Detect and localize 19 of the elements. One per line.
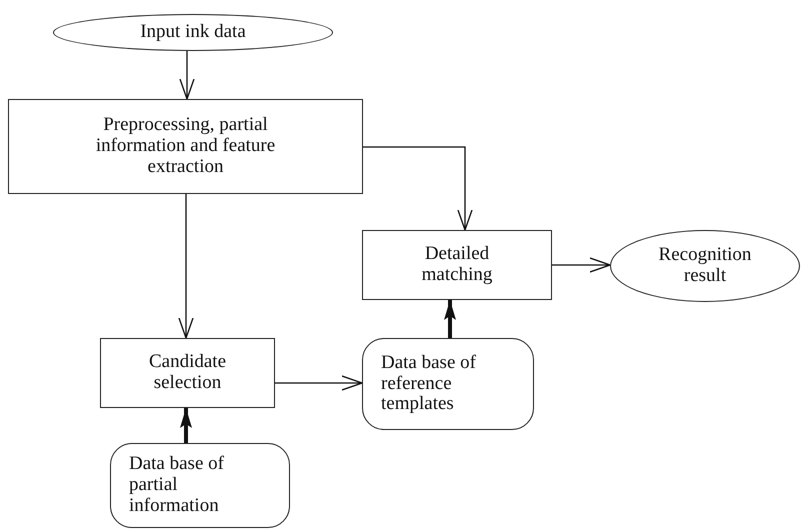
process-box	[100, 338, 275, 408]
process-box	[362, 230, 552, 300]
node-label: Preprocessing, partial information and feature extraction	[94, 115, 276, 178]
arrow	[178, 194, 194, 339]
arrow	[552, 257, 611, 273]
node-label: Detailed matching	[420, 244, 494, 286]
node-label: Candidate selection	[148, 352, 228, 394]
arrow	[444, 300, 456, 338]
database-box	[110, 443, 290, 528]
arrow	[179, 51, 195, 100]
database-box	[362, 338, 534, 430]
node-label: Data base of partial information	[129, 454, 225, 517]
arrow	[275, 375, 363, 391]
process-box	[8, 99, 363, 194]
arrow	[363, 146, 473, 231]
node-label: Recognition result	[658, 245, 752, 287]
node-label: Input ink data	[140, 22, 246, 43]
arrow	[180, 408, 192, 443]
node-label: Data base of reference templates	[381, 352, 477, 416]
